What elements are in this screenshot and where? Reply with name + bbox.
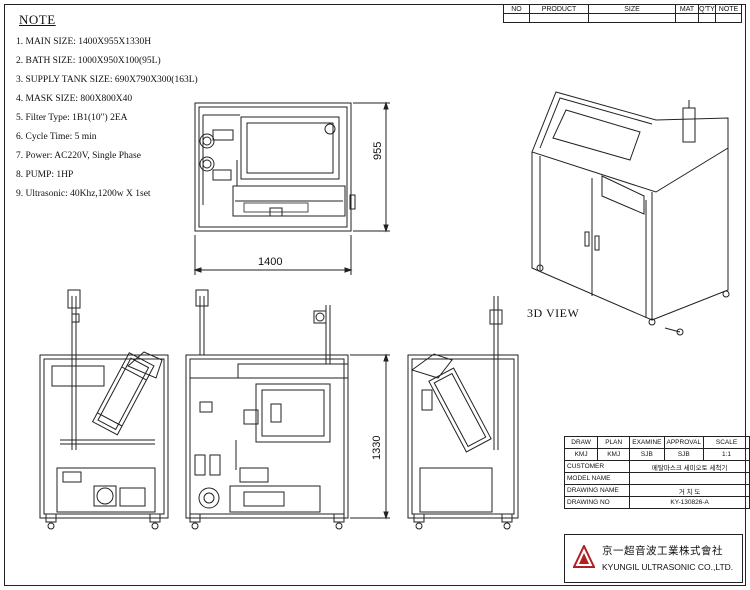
- draw-label: DRAW: [563, 436, 599, 449]
- top-view: [193, 101, 390, 275]
- note-item: 9. Ultrasonic: 40Khz,1200w X 1set: [16, 189, 151, 199]
- examine-value: SJB: [629, 448, 665, 461]
- 3d-view-label: 3D VIEW: [527, 306, 580, 320]
- drawing-no-label: DRAWING NO: [563, 496, 631, 509]
- draw-value: KMJ: [563, 448, 599, 461]
- model-name-value: [629, 472, 750, 485]
- drawing-sheet: [4, 4, 746, 586]
- bom-table: NO PRODUCT SIZE MAT Q'TY NOTE: [503, 4, 742, 23]
- customer-label: CUSTOMER: [563, 460, 631, 473]
- note-item: 1. MAIN SIZE: 1400X955X1330H: [16, 37, 152, 47]
- company-name-en: KYUNGIL ULTRASONIC CO.,LTD.: [602, 562, 734, 572]
- company-logo-icon: [573, 545, 595, 568]
- approval-label: APPROVAL: [663, 436, 705, 449]
- company-name-cn: 京一超音波工業株式會社: [602, 546, 723, 557]
- title-block: DRAW PLAN EXAMINE APPROVAL SCALE KMJ KMJ…: [563, 436, 750, 509]
- scale-value: 1:1: [703, 448, 750, 461]
- depth-dimension: 955: [372, 141, 384, 160]
- height-dimension: 1330: [371, 435, 383, 460]
- drawing-name-label: DRAWING NAME: [563, 484, 631, 497]
- plan-label: PLAN: [597, 436, 631, 449]
- width-dimension: 1400: [258, 256, 283, 268]
- note-item: 4. MASK SIZE: 800X800X40: [16, 94, 133, 104]
- isometric-view: [531, 91, 730, 336]
- note-item: 8. PUMP: 1HP: [16, 170, 74, 180]
- note-item: 3. SUPPLY TANK SIZE: 690X790X300(163L): [16, 75, 198, 85]
- approval-value: SJB: [663, 448, 705, 461]
- company-block: 京一超音波工業株式會社 KYUNGIL ULTRASONIC CO.,LTD.: [564, 534, 743, 583]
- model-name-label: MODEL NAME: [563, 472, 631, 485]
- drawing-name-value: 거 치 도: [629, 484, 750, 497]
- note-item: 7. Power: AC220V, Single Phase: [16, 151, 141, 161]
- left-side-view: [39, 289, 169, 530]
- front-view: [185, 289, 390, 530]
- customer-value: 메탈마스크 세미오토 세척기: [629, 460, 750, 473]
- note-item: 6. Cycle Time: 5 min: [16, 132, 97, 142]
- note-item: 5. Filter Type: 1B1(10") 2EA: [16, 113, 128, 123]
- notes-list: 1. MAIN SIZE: 1400X955X1330H 2. BATH SIZ…: [16, 36, 198, 207]
- scale-label: SCALE: [703, 436, 750, 449]
- drawing-no-value: KY-130826-A: [629, 496, 750, 509]
- note-item: 2. BATH SIZE: 1000X950X100(95L): [16, 56, 161, 66]
- right-side-view: [407, 296, 519, 530]
- plan-value: KMJ: [597, 448, 631, 461]
- notes-title: NOTE: [19, 12, 56, 27]
- examine-label: EXAMINE: [629, 436, 665, 449]
